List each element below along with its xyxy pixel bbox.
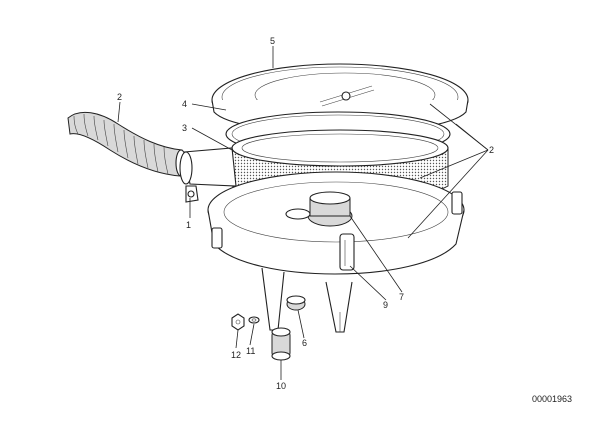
callout-4: 4 <box>182 99 187 109</box>
callout-5: 5 <box>270 36 275 46</box>
reference-number: 00001963 <box>532 394 572 404</box>
callout-7: 7 <box>399 292 404 302</box>
callout-11: 11 <box>246 346 255 356</box>
callout-labels: 5 2 4 3 2 1 7 9 6 11 12 10 <box>117 36 494 391</box>
air-cleaner-housing <box>179 147 465 333</box>
callout-1: 1 <box>186 220 191 230</box>
intake-hose <box>67 111 187 177</box>
callout-12: 12 <box>231 350 241 360</box>
callout-2-hose: 2 <box>117 92 122 102</box>
leader-lines <box>117 46 489 380</box>
small-fasteners <box>185 185 306 361</box>
callout-3: 3 <box>182 123 187 133</box>
callout-2-right: 2 <box>489 145 494 155</box>
callout-9: 9 <box>383 300 388 310</box>
callout-6: 6 <box>302 338 307 348</box>
callout-10: 10 <box>276 381 286 391</box>
